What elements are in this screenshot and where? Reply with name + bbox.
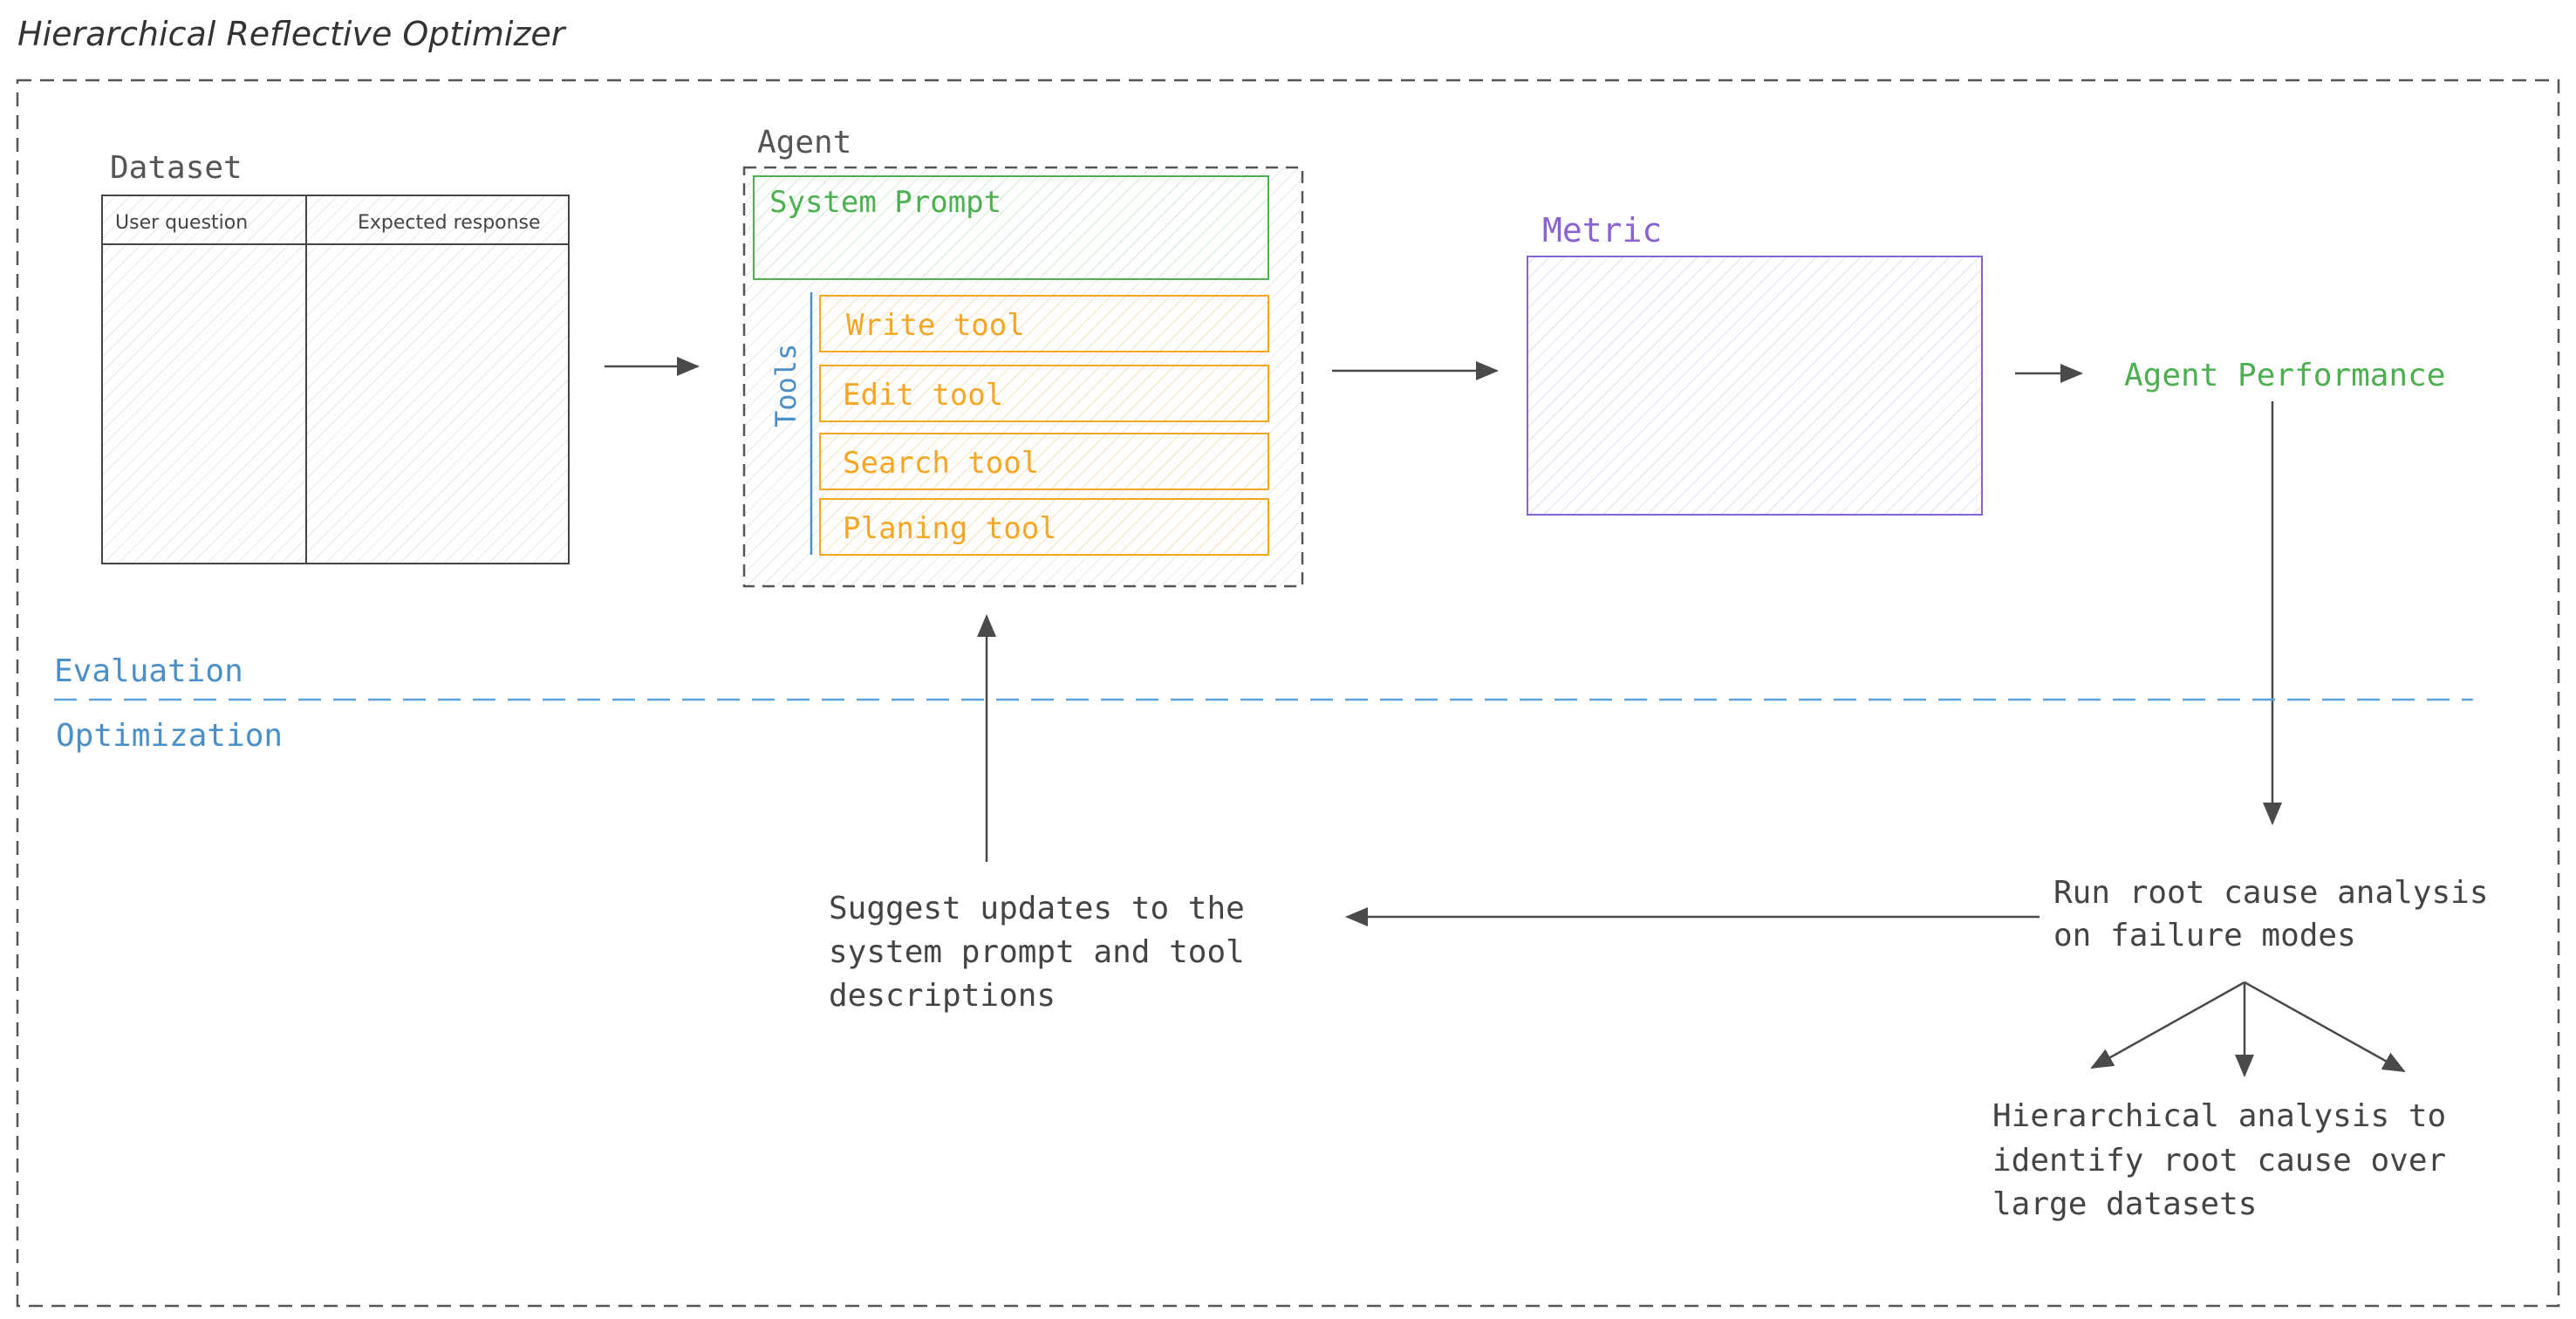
tool-write-box: [819, 295, 1269, 352]
tool-planning-box: [819, 498, 1269, 556]
suggest-updates-text: Suggest updates to the system prompt and…: [829, 891, 1264, 1014]
root-cause-line-1: Run root cause analysis: [2053, 875, 2489, 911]
tool-edit-box: [819, 365, 1269, 422]
optimization-label: Optimization: [56, 718, 283, 754]
root-cause-line-2: on failure modes: [2053, 918, 2356, 953]
hierarchical-line-3: large datasets: [1992, 1186, 2257, 1222]
metric-box: [1527, 256, 1983, 516]
hierarchical-line-2: identify root cause over: [1992, 1143, 2446, 1179]
dataset-column-user-question: User question: [115, 212, 248, 234]
fan-out-arrows: [2090, 981, 2406, 1077]
diagram-title: Hierarchical Reflective Optimizer: [17, 15, 567, 53]
tools-label: Tools: [769, 344, 803, 427]
agent-performance-label: Agent Performance: [2124, 358, 2445, 393]
dataset-label: Dataset: [110, 150, 243, 186]
dataset-column-expected-response: Expected response: [358, 212, 541, 234]
hierarchical-analysis-text: Hierarchical analysis to identify root c…: [1992, 1098, 2465, 1222]
tool-search-label: Search tool: [843, 446, 1039, 481]
suggest-line-2: system prompt and tool: [829, 934, 1245, 970]
suggest-line-3: descriptions: [829, 978, 1056, 1014]
tool-write-label: Write tool: [846, 308, 1025, 343]
metric-label: Metric: [1542, 211, 1662, 249]
system-prompt-label: System Prompt: [769, 185, 1001, 220]
root-cause-text: Run root cause analysis on failure modes: [2053, 875, 2507, 953]
outer-frame: [16, 79, 2560, 1308]
suggest-line-1: Suggest updates to the: [829, 891, 1245, 926]
agent-label: Agent: [757, 125, 851, 161]
agent-box: System Prompt Tools Write tool Edit tool…: [742, 166, 1304, 588]
hierarchical-line-1: Hierarchical analysis to: [1992, 1098, 2446, 1134]
tool-planning-label: Planing tool: [843, 511, 1057, 546]
tool-search-box: [819, 433, 1269, 490]
evaluation-label: Evaluation: [54, 653, 243, 689]
tool-edit-label: Edit tool: [843, 378, 1003, 413]
dataset-table: User question Expected response: [101, 195, 570, 564]
system-prompt-box: [753, 175, 1269, 280]
